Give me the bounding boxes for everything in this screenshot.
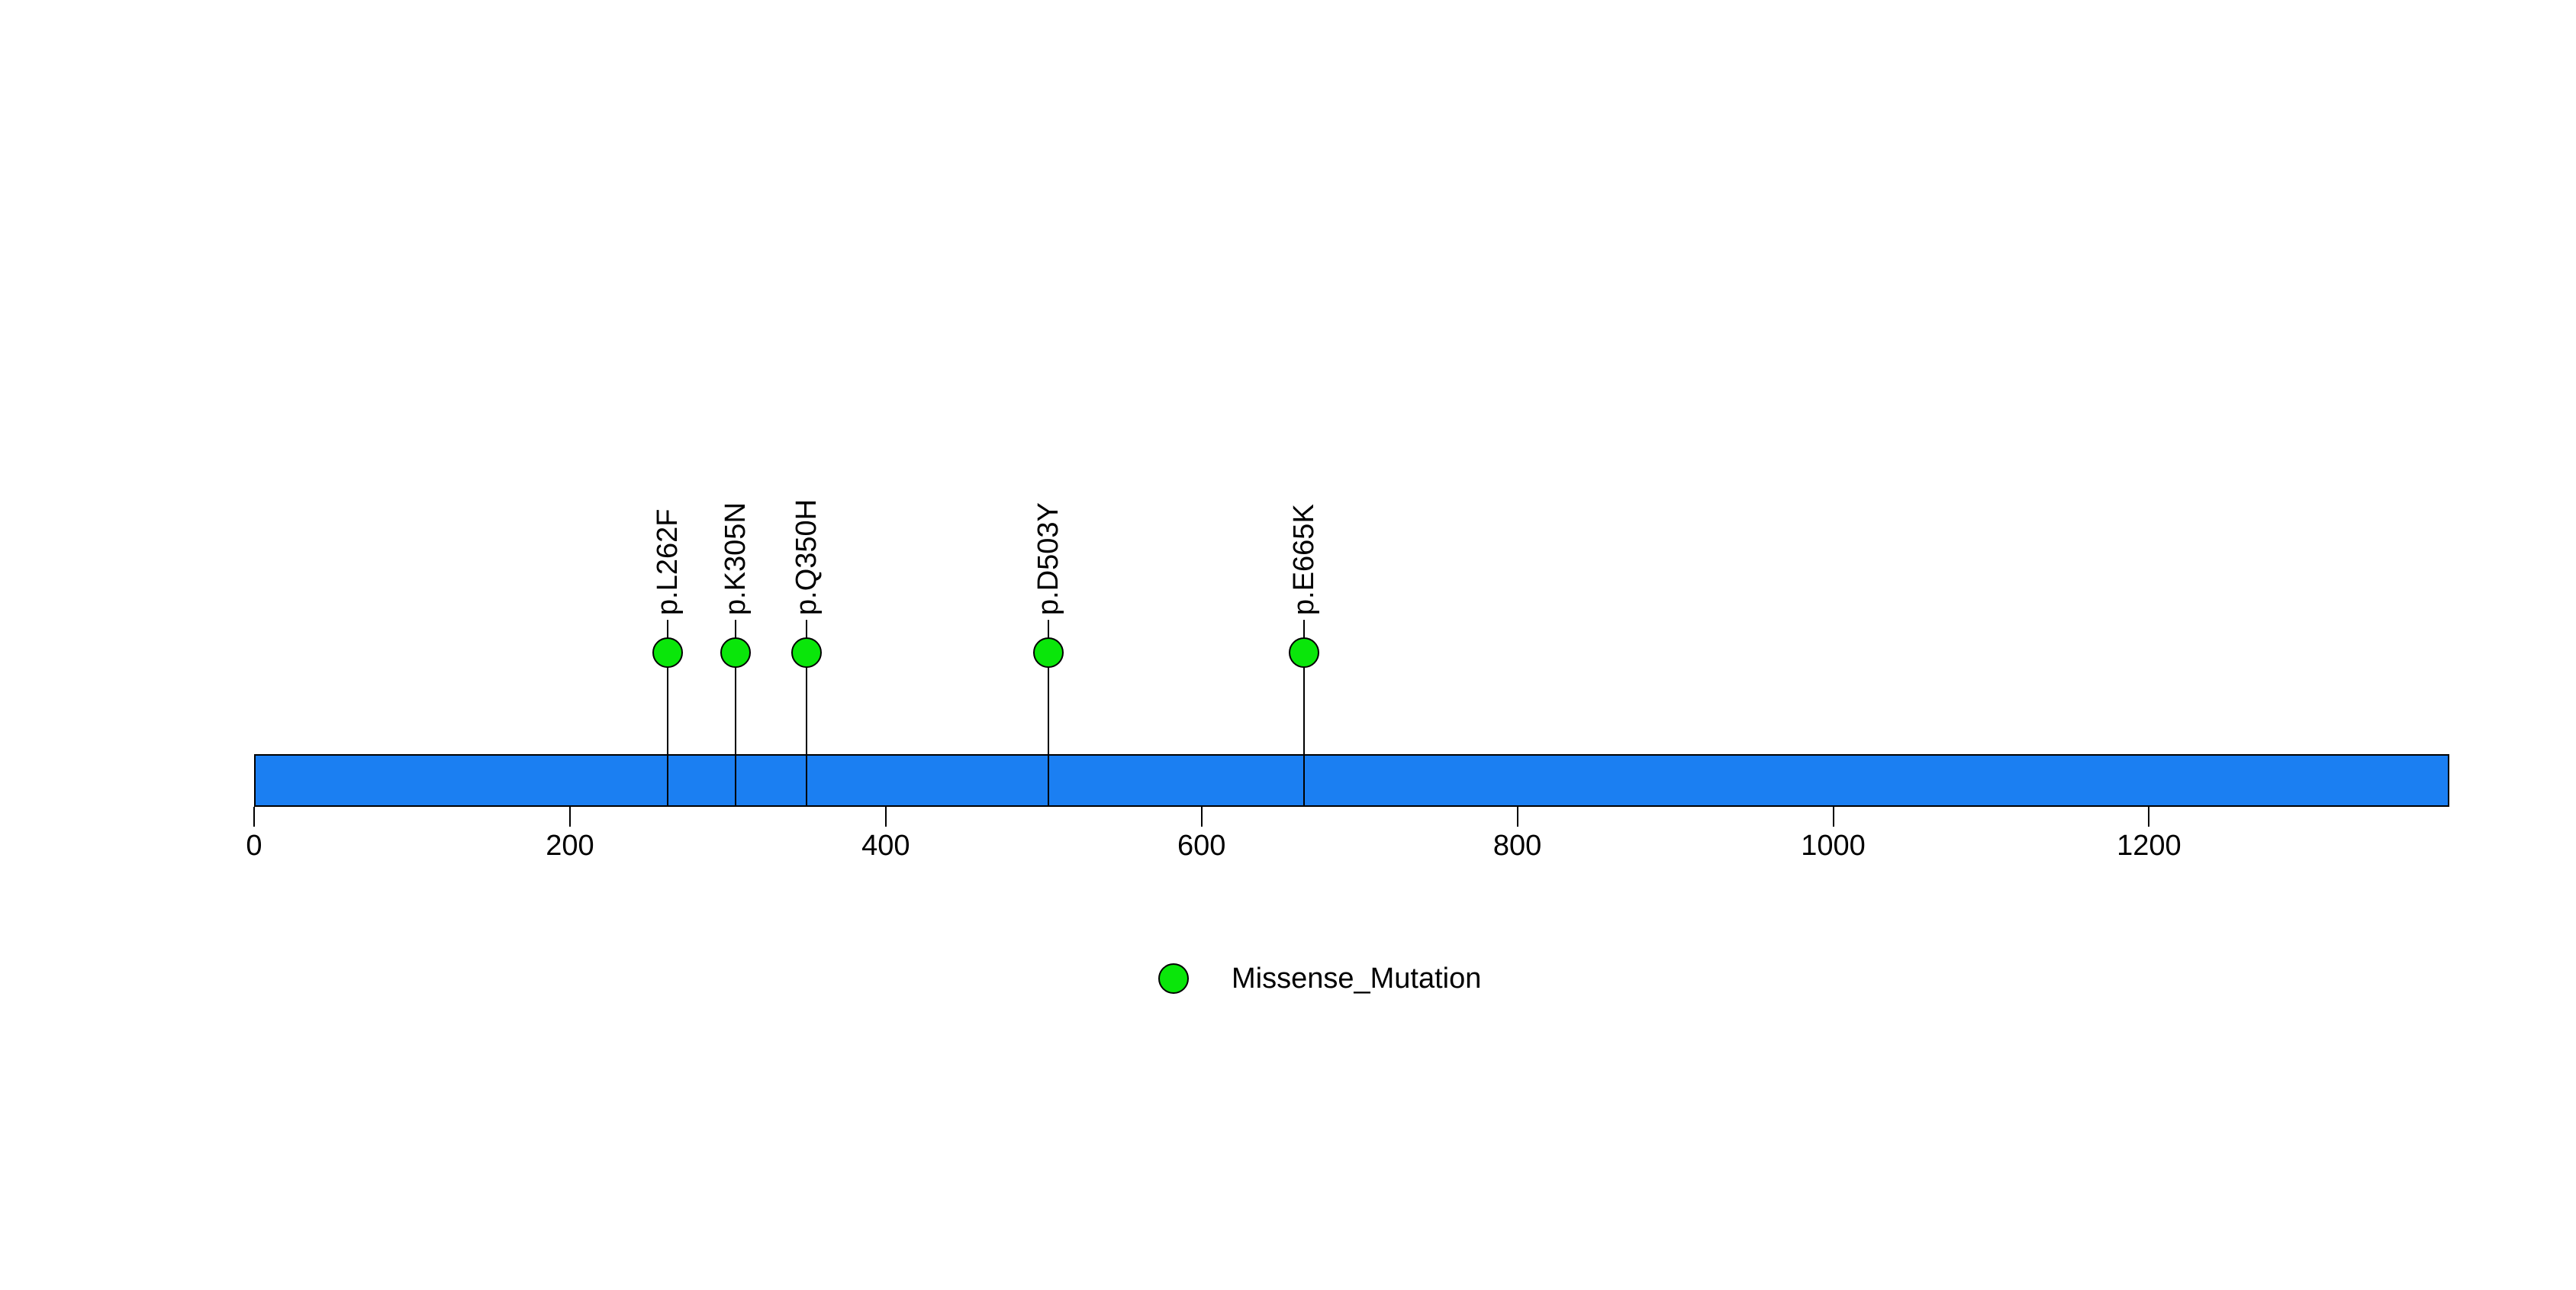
mutation-label: p.E665K — [1288, 504, 1321, 615]
mutation-stem — [1303, 620, 1306, 807]
axis-tick — [2148, 807, 2150, 827]
axis-tick-label: 800 — [1492, 830, 1542, 862]
axis-tick — [884, 807, 887, 827]
mutation-circle-icon — [652, 637, 684, 668]
mutation-stem — [667, 620, 669, 807]
mutation-label: p.L262F — [652, 508, 684, 615]
axis-tick — [1200, 807, 1203, 827]
mutation-stem — [806, 620, 808, 807]
mutation-stem — [1047, 620, 1049, 807]
axis-tick-label: 1200 — [2117, 830, 2182, 862]
protein-backbone-bar — [254, 754, 2449, 807]
mutation-circle-icon — [791, 637, 823, 668]
axis-tick — [1516, 807, 1518, 827]
axis-tick-label: 200 — [546, 830, 594, 862]
mutation-label: p.Q350H — [791, 498, 823, 615]
axis-tick-label: 400 — [861, 830, 910, 862]
legend-label: Missense_Mutation — [1232, 963, 1482, 995]
axis-tick-label: 600 — [1177, 830, 1226, 862]
mutation-stem — [735, 620, 737, 807]
axis-tick-label: 0 — [246, 830, 262, 862]
axis-tick — [1832, 807, 1834, 827]
axis-tick-label: 1000 — [1801, 830, 1866, 862]
legend: Missense_Mutation — [1158, 963, 1481, 994]
mutation-circle-icon — [1289, 637, 1320, 668]
mutation-circle-icon — [1032, 637, 1064, 668]
missense-mutation-swatch-icon — [1158, 963, 1189, 994]
mutation-label: p.K305N — [720, 502, 752, 615]
mutation-circle-icon — [720, 637, 752, 668]
mutation-label: p.D503Y — [1032, 502, 1064, 615]
axis-tick — [253, 807, 255, 827]
axis-tick — [568, 807, 571, 827]
